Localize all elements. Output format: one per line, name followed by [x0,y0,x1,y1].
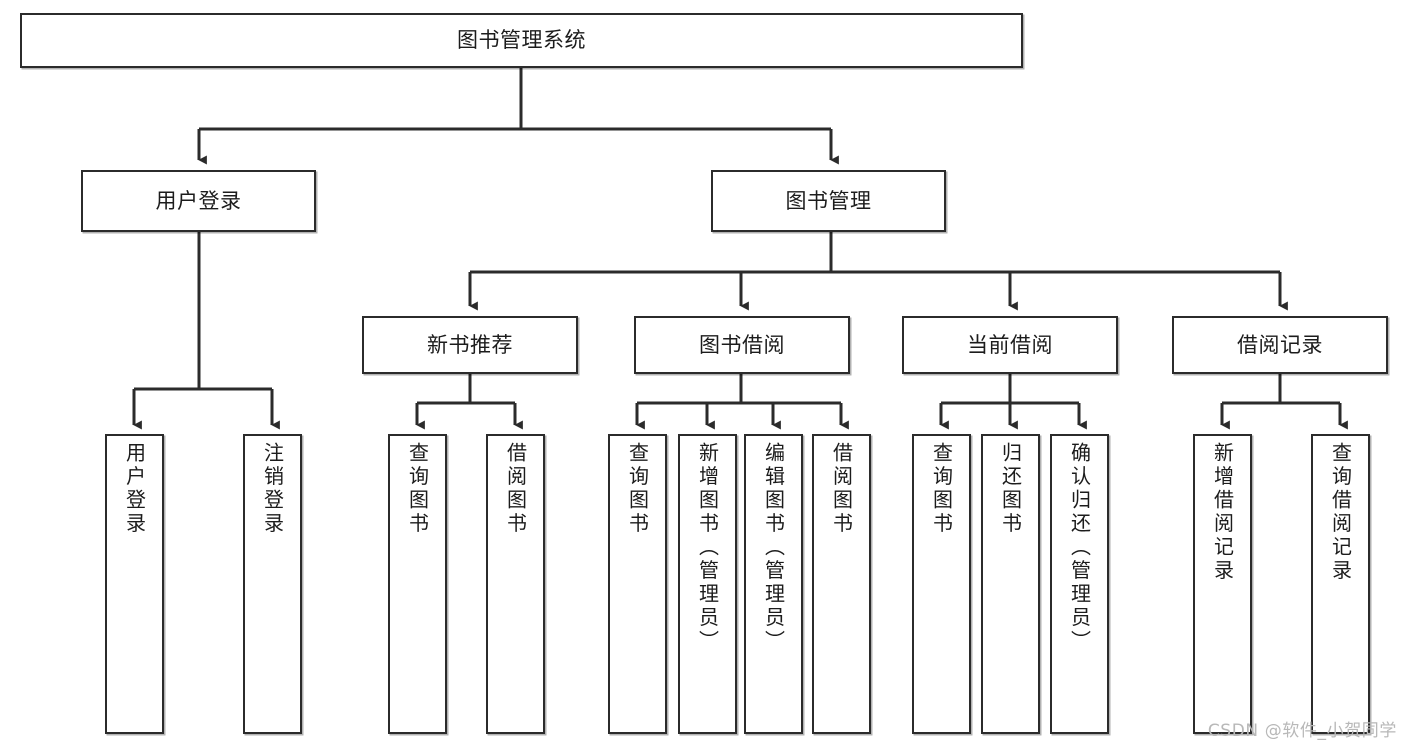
node-label: 新书推荐 [427,332,513,357]
node-user-login[interactable]: 用户登录 [81,170,316,232]
node-label: 图书借阅 [699,332,785,357]
node-label: 归还图书 [998,442,1023,536]
leaf-cb-return-book[interactable]: 归还图书 [981,434,1040,734]
node-label: 图书管理 [785,188,872,213]
leaf-br-query-record[interactable]: 查询借阅记录 [1311,434,1370,734]
leaf-br-add-record[interactable]: 新增借阅记录 [1193,434,1252,734]
leaf-bb-add-book-admin[interactable]: 新增图书（管理员） [678,434,737,734]
node-root-system[interactable]: 图书管理系统 [20,13,1023,68]
leaf-cb-confirm-return-admin[interactable]: 确认归还（管理员） [1050,434,1109,734]
node-label: 查询图书 [405,442,430,536]
node-label: 编辑图书（管理员） [761,442,786,654]
node-label: 当前借阅 [967,332,1053,357]
node-label: 新增借阅记录 [1210,442,1235,583]
node-book-borrow[interactable]: 图书借阅 [634,316,850,374]
node-label: 借阅图书 [829,442,854,536]
leaf-bb-borrow-book[interactable]: 借阅图书 [812,434,871,734]
node-borrow-record[interactable]: 借阅记录 [1172,316,1388,374]
leaf-nb-borrow-book[interactable]: 借阅图书 [486,434,545,734]
node-label: 图书管理系统 [457,28,586,53]
watermark-text: CSDN @软件_小贺同学 [1207,721,1397,741]
node-current-borrow[interactable]: 当前借阅 [902,316,1118,374]
node-new-book-recommend[interactable]: 新书推荐 [362,316,578,374]
node-label: 用户登录 [122,442,147,536]
leaf-cb-query-book[interactable]: 查询图书 [912,434,971,734]
node-label: 确认归还（管理员） [1067,442,1092,654]
node-label: 查询借阅记录 [1328,442,1353,583]
node-label: 用户登录 [155,188,242,213]
node-book-management[interactable]: 图书管理 [711,170,946,232]
node-label: 借阅图书 [503,442,528,536]
node-label: 注销登录 [260,442,285,536]
leaf-logout[interactable]: 注销登录 [243,434,302,734]
leaf-bb-query-book[interactable]: 查询图书 [608,434,667,734]
leaf-nb-query-book[interactable]: 查询图书 [388,434,447,734]
node-label: 新增图书（管理员） [695,442,720,654]
node-label: 查询图书 [929,442,954,536]
node-label: 查询图书 [625,442,650,536]
node-label: 借阅记录 [1237,332,1323,357]
leaf-bb-edit-book-admin[interactable]: 编辑图书（管理员） [744,434,803,734]
leaf-user-login[interactable]: 用户登录 [105,434,164,734]
